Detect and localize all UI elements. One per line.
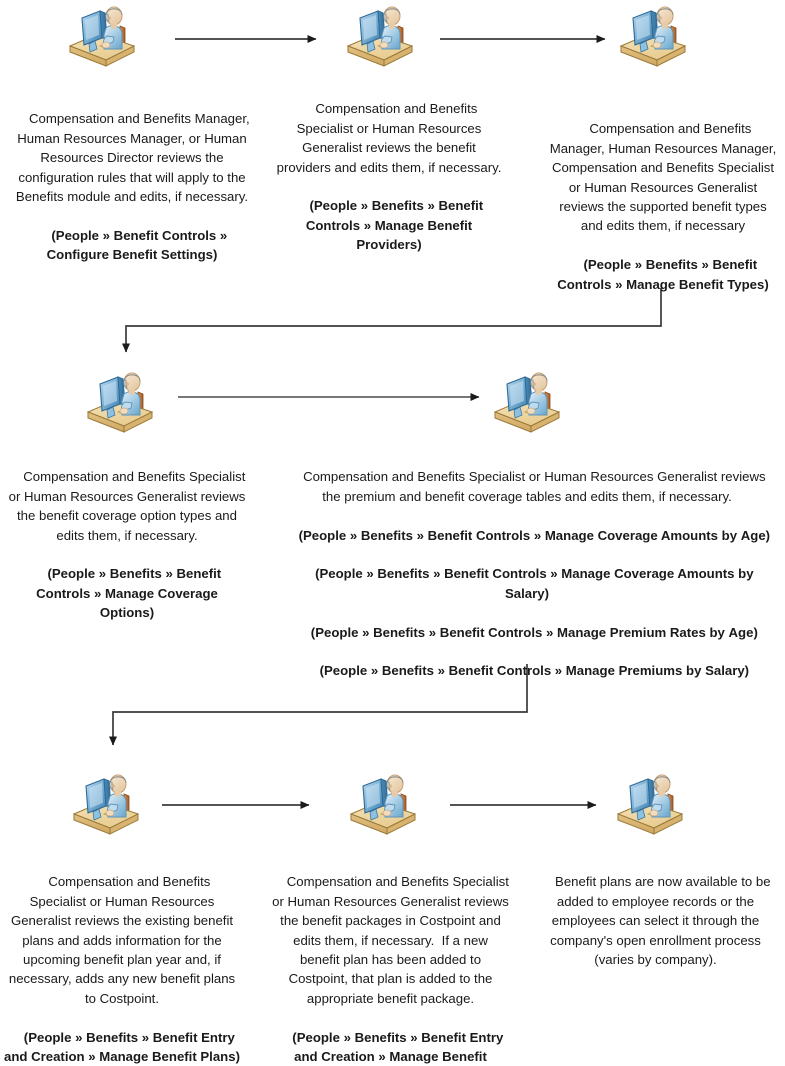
node-6-body: Compensation and Benefits Specialist or …: [8, 874, 239, 1006]
person-at-computer-workstation-icon: [68, 770, 142, 840]
node-8-text: Benefit plans are now available to be ad…: [537, 853, 774, 1008]
node-6-path-0: (People » Benefits » Benefit Entry and C…: [4, 1029, 240, 1065]
person-at-computer-workstation-icon: [342, 2, 416, 72]
node-1-text: Compensation and Benefits Manager, Human…: [6, 90, 258, 303]
node-2-text: Compensation and Benefits Specialist or …: [275, 80, 503, 293]
node-5-text: Compensation and Benefits Specialist or …: [281, 448, 773, 720]
person-at-computer-workstation-icon: [489, 368, 563, 438]
node-3-body: Compensation and Benefits Manager, Human…: [549, 121, 780, 234]
node-7-path-0: (People » Benefits » Benefit Entry and C…: [292, 1029, 504, 1065]
person-at-computer-workstation-icon: [64, 2, 138, 72]
node-2-body: Compensation and Benefits Specialist or …: [276, 101, 502, 175]
node-5-path-2: (People » Benefits » Benefit Controls » …: [310, 624, 758, 640]
node-7-body: Compensation and Benefits Specialist or …: [272, 874, 513, 1006]
node-3-path-0: (People » Benefits » Benefit Controls » …: [557, 257, 769, 292]
node-4-body: Compensation and Benefits Specialist or …: [8, 469, 250, 543]
person-at-computer-workstation-icon: [82, 368, 156, 438]
node-8-body: Benefit plans are now available to be ad…: [550, 874, 775, 968]
node-5-path-3: (People » Benefits » Benefit Controls » …: [319, 663, 750, 679]
node-1-path-0: (People » Benefit Controls » Configure B…: [46, 227, 231, 263]
node-7-text: Compensation and Benefits Specialist or …: [272, 853, 509, 1066]
node-5-path-0: (People » Benefits » Benefit Controls » …: [298, 527, 771, 543]
person-at-computer-workstation-icon: [612, 770, 686, 840]
node-4-path-0: (People » Benefits » Benefit Controls » …: [36, 566, 225, 621]
node-4-text: Compensation and Benefits Specialist or …: [8, 448, 246, 661]
node-3-text: Compensation and Benefits Manager, Human…: [548, 100, 778, 333]
person-at-computer-workstation-icon: [615, 2, 689, 72]
node-2-path-0: (People » Benefits » Benefit Controls » …: [305, 198, 487, 253]
node-6-text: Compensation and Benefits Specialist or …: [4, 853, 240, 1066]
node-5-path-1: (People » Benefits » Benefit Controls » …: [315, 566, 758, 601]
person-at-computer-workstation-icon: [345, 770, 419, 840]
node-5-body: Compensation and Benefits Specialist or …: [303, 469, 770, 504]
node-1-body: Compensation and Benefits Manager, Human…: [15, 111, 254, 205]
